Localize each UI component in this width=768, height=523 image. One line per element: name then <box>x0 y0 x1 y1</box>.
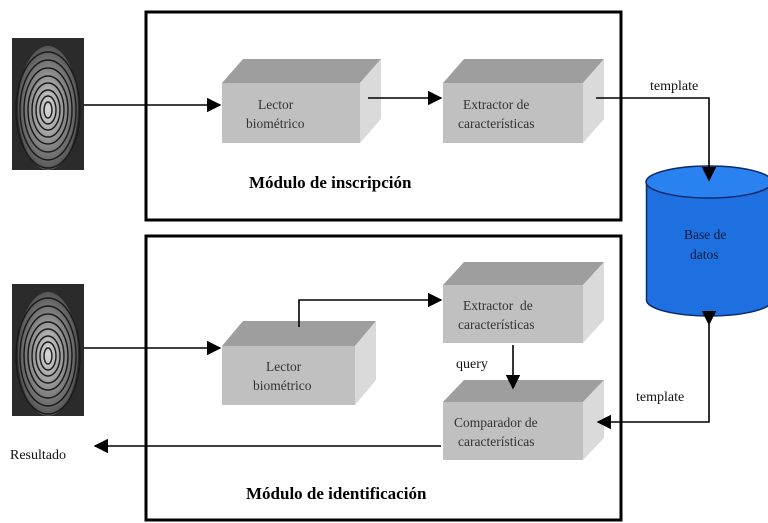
arrow-database-comparator <box>596 311 717 430</box>
identification-extractor-label-1: Extractor de <box>463 298 533 313</box>
database-label-1: Base de <box>684 227 726 242</box>
enrollment-module-title: Módulo de inscripción <box>249 173 412 192</box>
fingerprint-icon <box>12 38 84 170</box>
database-cylinder <box>645 165 768 317</box>
enrollment-reader-box <box>222 59 381 143</box>
connector-lines <box>84 90 717 454</box>
enrollment-reader-label-2: biométrico <box>246 116 305 131</box>
arrow-reader-to-extractor-bottom <box>298 292 443 327</box>
query-label: query <box>456 357 488 372</box>
identification-reader-box <box>222 321 376 405</box>
database-label-2: datos <box>690 247 719 262</box>
enrollment-extractor-box <box>443 59 604 143</box>
comparator-label-2: características <box>458 434 534 449</box>
result-label: Resultado <box>10 448 66 463</box>
fingerprint-icon <box>12 284 84 416</box>
template-label-bottom: template <box>636 390 684 405</box>
enrollment-module-frame <box>144 10 623 222</box>
enrollment-extractor-label-2: características <box>458 116 534 131</box>
identification-reader-label-2: biométrico <box>253 378 312 393</box>
enrollment-extractor-label-1: Extractor de <box>463 97 529 112</box>
identification-reader-label-1: Lector <box>266 359 302 374</box>
arrow-extractor-to-database <box>596 97 717 182</box>
identification-module-title: Módulo de identificación <box>246 484 427 503</box>
enrollment-reader-label-1: Lector <box>258 97 294 112</box>
comparator-label-1: Comparador de <box>454 415 538 430</box>
template-label-top: template <box>650 79 698 94</box>
identification-extractor-label-2: características <box>458 317 534 332</box>
